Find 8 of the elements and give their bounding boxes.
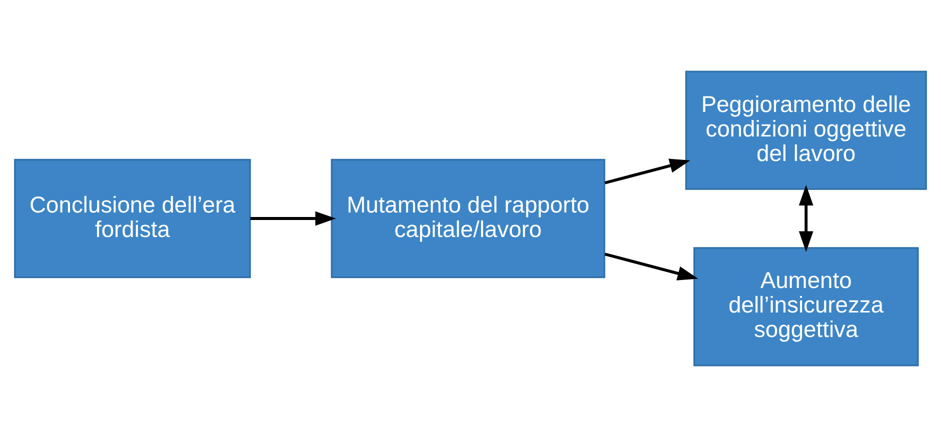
node-box: Aumento dell’insicurezza soggettiva <box>693 247 919 366</box>
arrow <box>604 158 690 184</box>
arrow <box>604 252 698 280</box>
arrow <box>798 184 814 252</box>
node-box: Conclusione dell’era fordista <box>14 158 251 278</box>
node-box: Peggioramento delle condizioni oggettive del lavoro <box>685 70 927 190</box>
node-box: Mutamento del rapporto capitale/lavoro <box>330 158 606 278</box>
arrow <box>250 211 336 226</box>
